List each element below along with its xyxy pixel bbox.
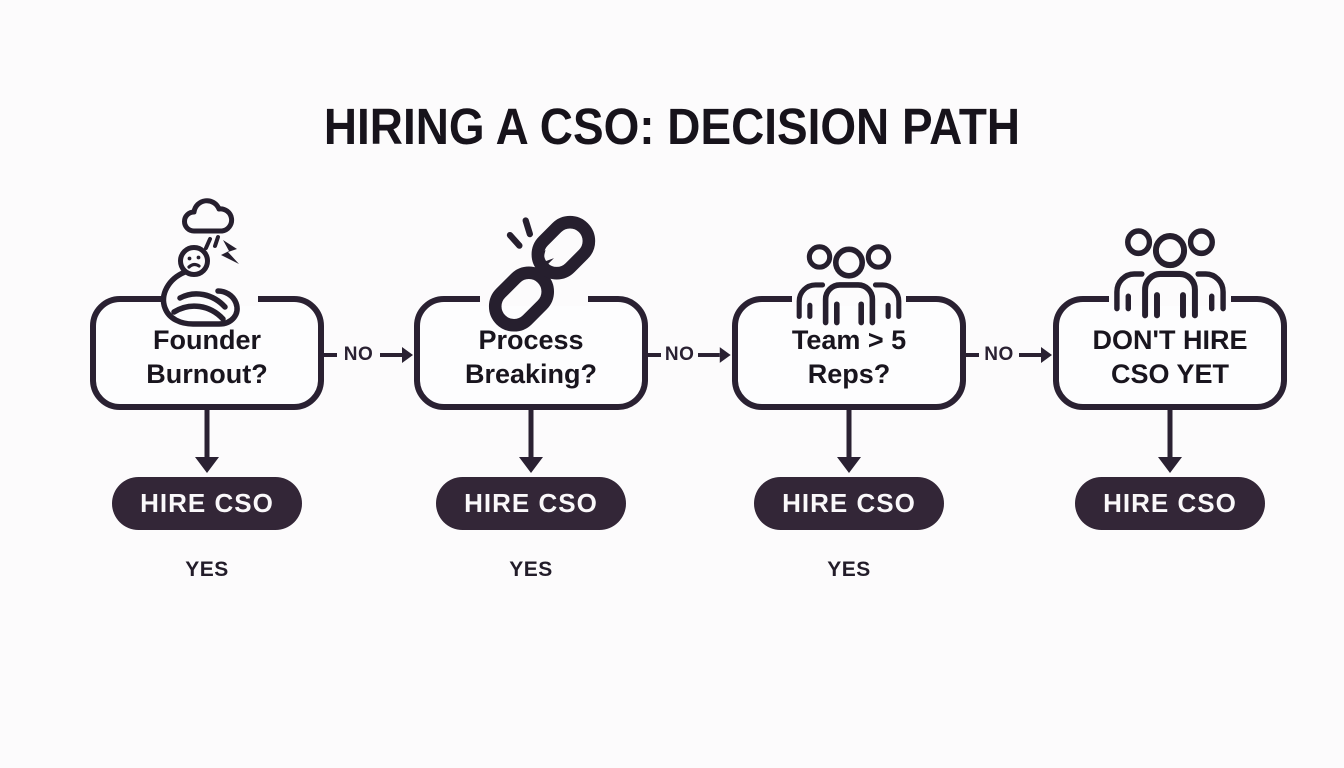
hire-cso-pill: HIRE CSO [436,477,626,530]
label-line: Founder [153,325,261,355]
broken-chain-icon [488,215,596,332]
connector-line [324,353,337,357]
no-label: NO [984,344,1014,365]
pill-label: HIRE CSO [464,488,598,518]
founder-burnout-icon [160,198,240,327]
connector-line [648,353,661,357]
decision-box-dont-hire-yet: DON'T HIRE CSO YET [1053,296,1287,410]
decision-box-team-size: Team > 5 Reps? [732,296,966,410]
label-line: Reps? [807,359,891,389]
hire-cso-pill: HIRE CSO [754,477,944,530]
decision-box-label: Process Breaking? [465,315,597,391]
pill-label: HIRE CSO [140,488,274,518]
yes-label: YES [509,558,553,581]
no-label: NO [343,344,374,365]
label-line: Team > 5 [791,325,907,355]
right-arrow-icon [1019,347,1052,363]
no-connector: NO [966,341,1053,369]
no-connector: NO [648,341,732,369]
connector-line [966,353,979,357]
icon-backdrop [1109,292,1231,306]
team-icon [1114,228,1226,319]
decision-box-label: Founder Burnout? [146,315,267,391]
page-title: HIRING A CSO: DECISION PATH [323,98,1021,155]
hire-cso-pill: HIRE CSO [112,477,302,530]
decision-box-label: Team > 5 Reps? [792,315,906,391]
right-arrow-icon [380,347,413,363]
label-line: Breaking? [464,359,598,389]
right-arrow-icon [698,347,732,363]
pill-label: HIRE CSO [1103,488,1237,518]
down-arrow [1158,410,1182,473]
yes-label: YES [185,558,229,581]
team-icon [796,244,902,326]
label-line: DON'T HIRE [1092,325,1248,355]
label-line: CSO YET [1110,359,1230,389]
decision-box-label: DON'T HIRE CSO YET [1093,315,1248,391]
pill-label: HIRE CSO [782,488,916,518]
down-arrow [519,410,543,473]
yes-label: YES [827,558,871,581]
icon-backdrop [792,292,906,306]
hire-cso-pill: HIRE CSO [1075,477,1265,530]
label-line: Burnout? [146,359,268,389]
down-arrow [837,410,861,473]
no-connector: NO [324,341,414,369]
no-label: NO [664,344,695,365]
label-line: Process [478,325,584,355]
down-arrow [195,410,219,473]
